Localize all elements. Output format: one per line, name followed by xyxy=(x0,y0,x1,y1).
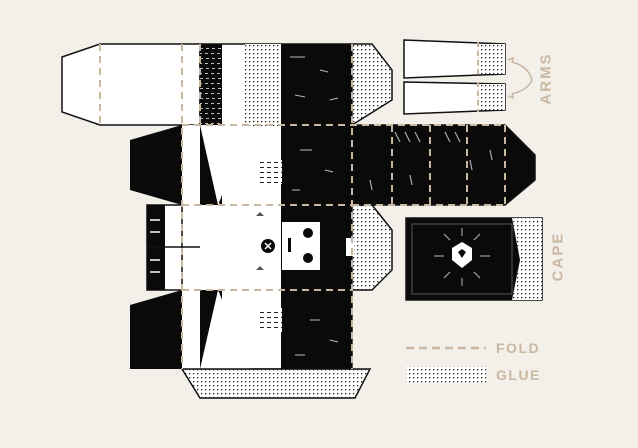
cape-label: CAPE xyxy=(549,231,567,282)
body-texture xyxy=(290,56,339,356)
head-tab xyxy=(61,43,201,126)
bottom-tab xyxy=(180,368,372,399)
right-tabs xyxy=(346,43,393,291)
fold-lines xyxy=(99,44,506,369)
fold-legend-label: FOLD xyxy=(496,340,541,356)
body-panel xyxy=(182,43,353,370)
legend xyxy=(406,346,486,383)
arm-piece-bottom xyxy=(403,81,506,115)
curved-arrow-icon xyxy=(507,56,533,100)
left-tabs xyxy=(130,125,200,369)
arm-piece-top xyxy=(403,39,506,79)
cape-piece xyxy=(405,217,543,301)
arms-label: ARMS xyxy=(537,52,555,105)
sleeve-panel xyxy=(351,124,536,206)
chest-emblem xyxy=(256,212,320,270)
glue-legend-swatch xyxy=(406,366,486,383)
glue-legend-label: GLUE xyxy=(496,367,541,383)
shield-emblem-icon xyxy=(434,228,490,286)
